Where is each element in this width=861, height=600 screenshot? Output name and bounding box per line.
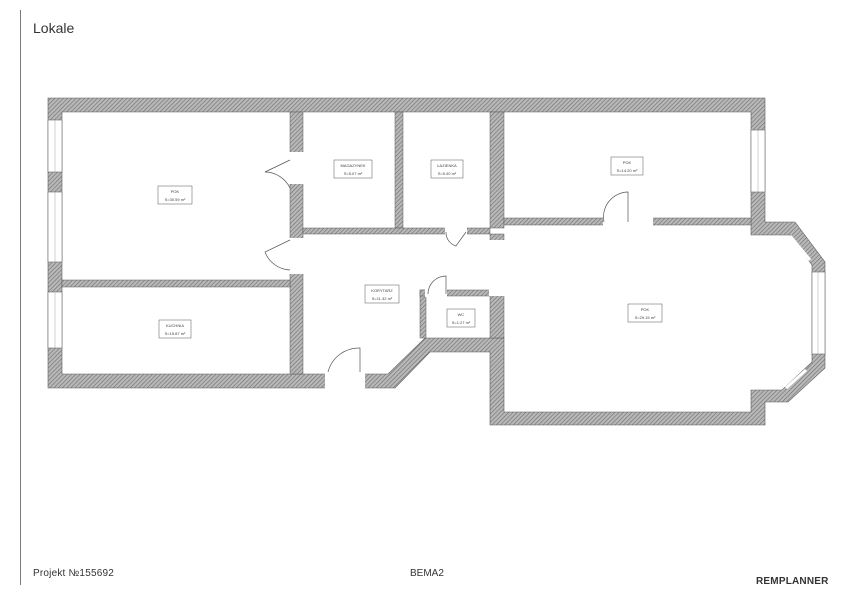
room-area: S=29.15 m² <box>635 315 656 320</box>
room-area: S=11.32 m² <box>372 296 393 301</box>
room-name: POK <box>641 307 650 312</box>
room-area: S=5.40 m² <box>438 171 457 176</box>
room-name: WC <box>458 312 465 317</box>
room-label-magazynek: MAGAZYNEK S=5.07 m² <box>333 159 373 179</box>
room-name: POK <box>623 160 632 165</box>
room-label-kuchnia: KUCHNIA S=15.87 m² <box>158 319 192 339</box>
page-margin-line <box>20 10 21 585</box>
room-area: S=1.27 m² <box>452 320 471 325</box>
room-label-lazienka: ŁAZIENKA S=5.40 m² <box>430 159 464 179</box>
brand-logo: REMPLANNER <box>756 576 829 587</box>
room-name: MAGAZYNEK <box>340 163 365 168</box>
room-area: S=30.59 m² <box>165 197 186 202</box>
windows <box>47 119 826 355</box>
room-area: S=14.20 m² <box>617 168 638 173</box>
room-name: POK <box>171 189 180 194</box>
room-name: KORYTARZ <box>371 288 393 293</box>
room-area: S=15.87 m² <box>165 331 186 336</box>
room-label-wc: WC S=1.27 m² <box>446 308 476 328</box>
door-swings <box>264 159 629 373</box>
room-name: ŁAZIENKA <box>437 163 457 168</box>
project-code: BEMA2 <box>410 568 444 579</box>
exterior-walls <box>47 97 826 426</box>
room-name: KUCHNIA <box>166 323 184 328</box>
room-area: S=5.07 m² <box>344 171 363 176</box>
project-number: Projekt №155692 <box>33 568 114 579</box>
room-label-pok-1: POK S=30.59 m² <box>157 185 193 205</box>
room-label-pok-2: POK S=14.20 m² <box>610 156 644 176</box>
door-openings <box>289 152 653 389</box>
room-label-korytarz: KORYTARZ S=11.32 m² <box>364 284 400 304</box>
page-title: Lokale <box>33 20 75 36</box>
room-label-pok-3: POK S=29.15 m² <box>627 303 663 323</box>
window-lines <box>54 120 819 390</box>
